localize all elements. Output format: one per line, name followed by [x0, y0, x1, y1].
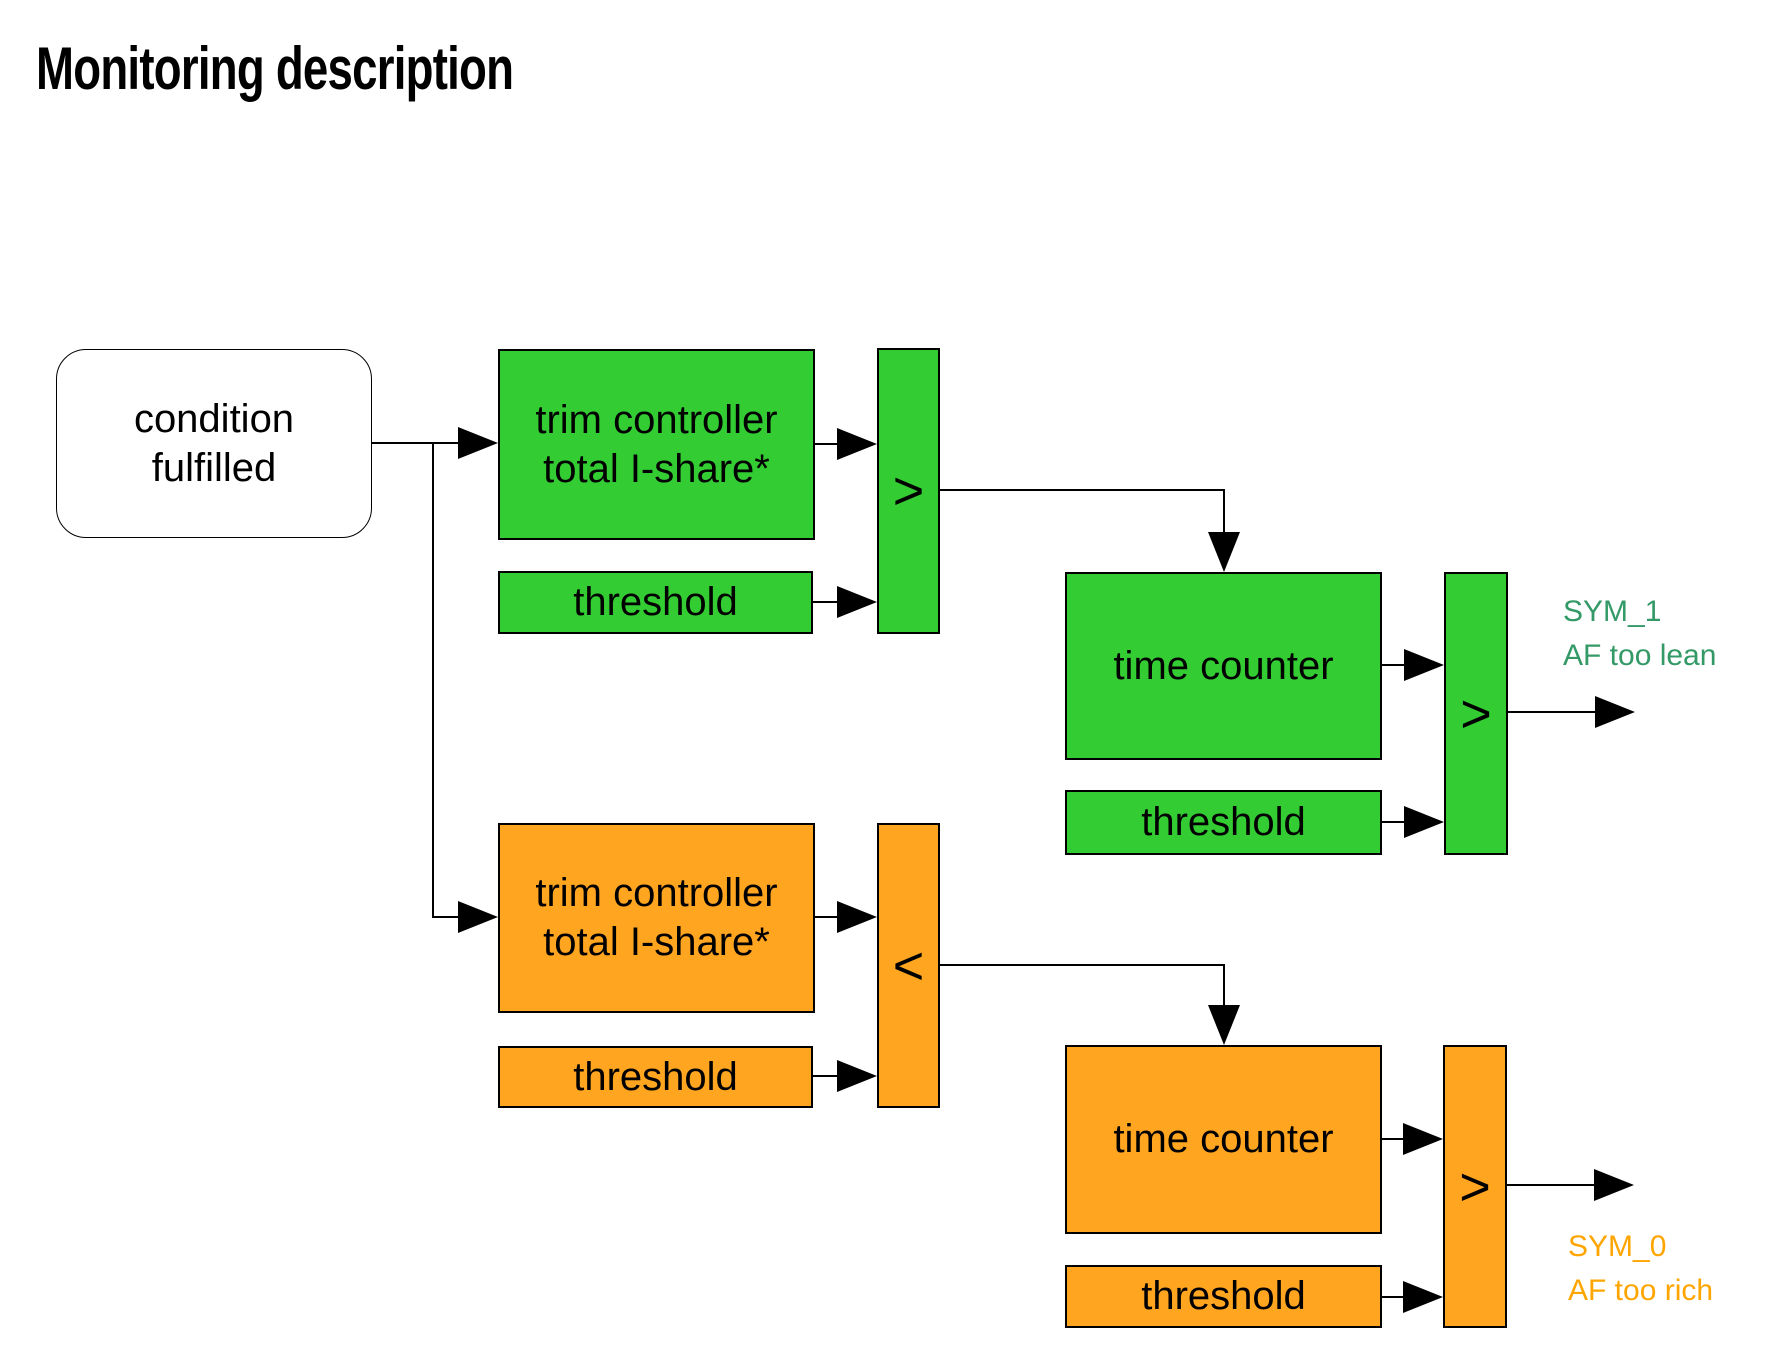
sym0-symbol: SYM_0 [1568, 1230, 1667, 1263]
wire [940, 964, 1225, 966]
lean-time-threshold-box: threshold [1065, 790, 1382, 855]
arrowhead-right-icon [1404, 806, 1444, 838]
wire [1508, 711, 1598, 713]
sym1-output-label: SYM_1 AF too lean [1563, 590, 1716, 678]
rich-threshold-box: threshold [498, 1046, 813, 1108]
wire [1507, 1184, 1597, 1186]
arrowhead-right-icon [1595, 696, 1635, 728]
rich-comparator-box: < [877, 823, 940, 1108]
arrowhead-right-icon [837, 1060, 877, 1092]
arrowhead-down-icon [1208, 1005, 1240, 1045]
greater-than-symbol: > [1459, 1156, 1491, 1217]
sym1-symbol: SYM_1 [1563, 595, 1662, 628]
wire [372, 442, 460, 444]
arrowhead-right-icon [837, 586, 877, 618]
wire [1382, 821, 1407, 823]
wire [1382, 1138, 1406, 1140]
arrowhead-right-icon [458, 901, 498, 933]
greater-than-symbol: > [892, 461, 925, 521]
arrowhead-right-icon [1403, 1281, 1443, 1313]
rich-time-counter-label: time counter [1113, 1117, 1334, 1162]
arrowhead-right-icon [837, 901, 877, 933]
rich-time-counter-box: time counter [1065, 1045, 1382, 1234]
lean-trim-controller-box: trim controller total I-share* [498, 349, 815, 540]
sym1-description: AF too lean [1563, 639, 1717, 672]
arrowhead-right-icon [458, 427, 498, 459]
sym0-description: AF too rich [1568, 1274, 1714, 1307]
arrowhead-right-icon [1403, 1123, 1443, 1155]
lean-comparator-box: > [877, 348, 940, 634]
arrowhead-down-icon [1208, 532, 1240, 572]
lean-threshold-label: threshold [573, 580, 738, 625]
rich-trim-controller-label: trim controller total I-share* [535, 871, 778, 964]
rich-threshold-label: threshold [573, 1054, 738, 1099]
lean-time-counter-label: time counter [1113, 643, 1334, 688]
rich-time-comparator-box: > [1443, 1045, 1507, 1328]
arrowhead-right-icon [1404, 649, 1444, 681]
rich-time-threshold-box: threshold [1065, 1265, 1382, 1328]
wire [813, 1075, 840, 1077]
rich-trim-controller-box: trim controller total I-share* [498, 823, 815, 1013]
lean-trim-controller-label: trim controller total I-share* [535, 397, 778, 491]
arrowhead-right-icon [837, 428, 877, 460]
lean-time-comparator-box: > [1444, 572, 1508, 855]
wire [432, 443, 434, 918]
greater-than-symbol: > [1460, 683, 1492, 744]
wire [940, 489, 1225, 491]
lean-threshold-box: threshold [498, 571, 813, 634]
less-than-symbol: < [892, 935, 925, 996]
page-title-text: Monitoring description [36, 35, 514, 102]
wire [1382, 1296, 1406, 1298]
condition-fulfilled-label: condition fulfilled [133, 396, 295, 490]
wire [815, 443, 840, 445]
page-title: Monitoring description [36, 34, 664, 103]
wire [1223, 489, 1225, 534]
rich-time-threshold-label: threshold [1141, 1274, 1306, 1319]
wire [433, 916, 460, 918]
wire [1223, 964, 1225, 1008]
wire [813, 601, 840, 603]
lean-time-counter-box: time counter [1065, 572, 1382, 760]
arrowhead-right-icon [1594, 1169, 1634, 1201]
wire [815, 916, 840, 918]
condition-fulfilled-box: condition fulfilled [56, 349, 372, 538]
wire [1382, 664, 1407, 666]
lean-time-threshold-label: threshold [1141, 800, 1306, 845]
sym0-output-label: SYM_0 AF too rich [1568, 1225, 1713, 1313]
